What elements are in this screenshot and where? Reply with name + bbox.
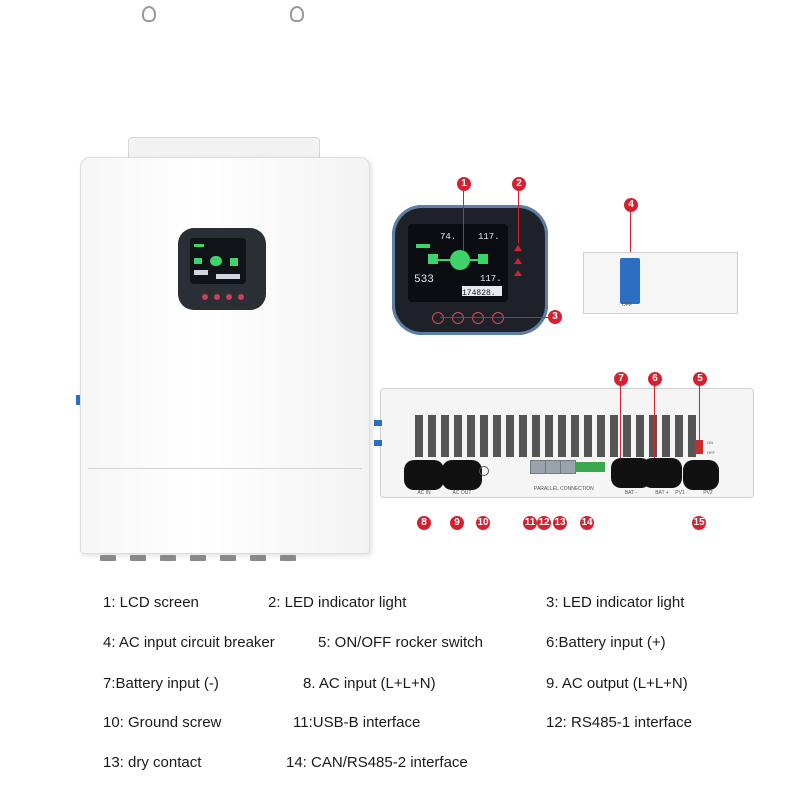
lcd-readout-mid: 533 bbox=[414, 274, 434, 286]
callout-line bbox=[630, 212, 631, 260]
inverter-body bbox=[80, 157, 370, 554]
panel-button[interactable] bbox=[226, 294, 232, 300]
panel-button-zoom[interactable] bbox=[472, 312, 484, 324]
mounting-hole bbox=[142, 6, 156, 22]
caption-8: 8. AC input (L+L+N) bbox=[303, 675, 436, 692]
switch-off-label: OFF bbox=[707, 450, 715, 455]
callout-line bbox=[699, 386, 700, 440]
side-breaker-icon bbox=[76, 395, 80, 405]
callout-7: 7 bbox=[614, 372, 628, 386]
breaker-detail-box bbox=[583, 252, 738, 314]
panel-button[interactable] bbox=[202, 294, 208, 300]
callout-2: 2 bbox=[512, 177, 526, 191]
ground-screw-icon bbox=[479, 466, 489, 476]
side-clip-icon bbox=[374, 440, 382, 446]
dry-contact-port[interactable] bbox=[560, 460, 576, 474]
mounting-hole bbox=[290, 6, 304, 22]
callout-line bbox=[654, 386, 655, 458]
callout-1: 1 bbox=[457, 177, 471, 191]
usb-b-port[interactable] bbox=[530, 460, 546, 474]
rs485-1-port[interactable] bbox=[545, 460, 561, 474]
ac-in-terminal[interactable] bbox=[404, 460, 444, 490]
caption-9: 9. AC output (L+L+N) bbox=[546, 675, 688, 692]
callout-line bbox=[463, 191, 464, 251]
ac-in-label: AC IN bbox=[417, 490, 431, 496]
vent-grille bbox=[415, 415, 700, 457]
caption-7: 7:Battery input (-) bbox=[103, 675, 219, 692]
inverter-seam bbox=[88, 468, 362, 469]
bat-plus-terminal[interactable] bbox=[642, 458, 682, 488]
panel-button-zoom[interactable] bbox=[492, 312, 504, 324]
lcd-readout-bottom: 174828. bbox=[462, 289, 496, 298]
ac-out-label: AC OUT bbox=[452, 490, 472, 496]
lcd-screen-small bbox=[190, 238, 246, 284]
callout-15: 15 bbox=[692, 516, 706, 530]
lcd-graphic-small bbox=[194, 244, 240, 279]
callout-9: 9 bbox=[450, 516, 464, 530]
callout-10: 10 bbox=[476, 516, 490, 530]
caption-5: 5: ON/OFF rocker switch bbox=[318, 634, 484, 651]
led-indicator-icon bbox=[514, 258, 522, 264]
caption-10: 10: Ground screw bbox=[103, 714, 222, 731]
caption-14: 14: CAN/RS485-2 interface bbox=[286, 754, 468, 771]
breaker-off-label: OFF bbox=[622, 302, 632, 308]
led-indicator-icon bbox=[514, 270, 522, 276]
lcd-readout-top-left: 74. bbox=[440, 232, 457, 242]
caption-4: 4: AC input circuit breaker bbox=[103, 634, 275, 651]
panel-button[interactable] bbox=[214, 294, 220, 300]
led-indicator-icon bbox=[514, 245, 522, 251]
caption-12: 12: RS485-1 interface bbox=[546, 714, 692, 731]
callout-line bbox=[440, 317, 548, 318]
callout-14: 14 bbox=[580, 516, 594, 530]
callout-3: 3 bbox=[548, 310, 562, 324]
bat-minus-label: BAT - bbox=[624, 490, 638, 496]
caption-1: 1: LCD screen bbox=[103, 594, 199, 611]
callout-11: 11 bbox=[523, 516, 537, 530]
panel-button[interactable] bbox=[238, 294, 244, 300]
bat-plus-label: BAT + bbox=[655, 490, 669, 496]
callout-8: 8 bbox=[417, 516, 431, 530]
caption-11: 11:USB-B interface bbox=[293, 714, 421, 731]
callout-6: 6 bbox=[648, 372, 662, 386]
side-clip-icon bbox=[374, 420, 382, 426]
caption-2: 2: LED indicator light bbox=[268, 594, 407, 611]
rocker-switch[interactable] bbox=[695, 440, 703, 454]
pv2-label: PV2 bbox=[703, 490, 713, 496]
pv1-label: PV1 bbox=[675, 490, 685, 496]
ac-input-breaker[interactable] bbox=[620, 258, 640, 304]
panel-button-zoom[interactable] bbox=[432, 312, 444, 324]
callout-5: 5 bbox=[693, 372, 707, 386]
callout-12: 12 bbox=[537, 516, 551, 530]
lcd-readout-mid-right: 117. bbox=[480, 274, 502, 284]
lcd-graphic-zoom bbox=[416, 244, 502, 296]
caption-6: 6:Battery input (+) bbox=[546, 634, 666, 651]
caption-13: 13: dry contact bbox=[103, 754, 202, 771]
parallel-connection-label: PARALLEL CONNECTION bbox=[534, 486, 594, 492]
caption-3: 3: LED indicator light bbox=[546, 594, 685, 611]
panel-button-zoom[interactable] bbox=[452, 312, 464, 324]
callout-line bbox=[518, 191, 519, 243]
callout-13: 13 bbox=[553, 516, 567, 530]
switch-on-label: ON bbox=[707, 440, 713, 445]
ac-out-terminal[interactable] bbox=[442, 460, 482, 490]
lcd-readout-top-right: 117. bbox=[478, 232, 500, 242]
pv1-terminal[interactable] bbox=[683, 460, 719, 490]
callout-line bbox=[620, 386, 621, 458]
can-rs485-2-port[interactable] bbox=[575, 462, 605, 472]
lcd-screen-zoom bbox=[408, 224, 508, 302]
callout-4: 4 bbox=[624, 198, 638, 212]
bottom-connectors bbox=[100, 548, 350, 561]
